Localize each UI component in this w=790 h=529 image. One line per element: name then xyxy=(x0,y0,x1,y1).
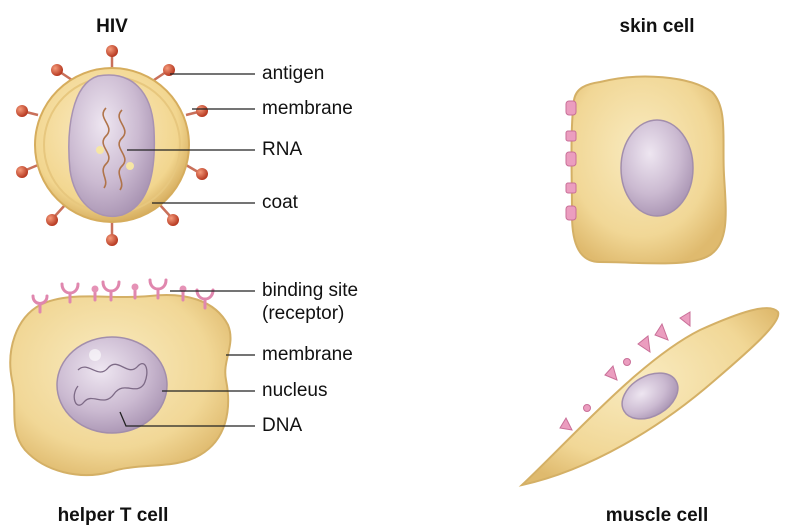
coat-label: coat xyxy=(262,192,298,214)
t-cell-nucleus xyxy=(57,337,167,433)
t-cell-membrane-label: membrane xyxy=(262,344,353,366)
skin-cell-nucleus xyxy=(621,120,693,216)
binding-site-label: binding site xyxy=(262,279,358,302)
dna-label: DNA xyxy=(262,415,302,437)
hiv-coat xyxy=(69,75,154,216)
helper-t-cell-title: helper T cell xyxy=(58,505,169,527)
skin-cell-title: skin cell xyxy=(620,16,695,38)
muscle-cell-title: muscle cell xyxy=(606,505,708,527)
nucleus-label: nucleus xyxy=(262,380,328,402)
hiv-title: HIV xyxy=(96,16,128,38)
hiv-virus xyxy=(16,45,208,246)
helper-t-cell xyxy=(10,280,230,475)
receptor-label: (receptor) xyxy=(262,302,344,325)
antigen-label: antigen xyxy=(262,63,324,85)
hiv-membrane-label: membrane xyxy=(262,98,353,120)
skin-cell xyxy=(566,77,726,264)
muscle-cell xyxy=(522,308,778,485)
rna-label: RNA xyxy=(262,139,302,161)
